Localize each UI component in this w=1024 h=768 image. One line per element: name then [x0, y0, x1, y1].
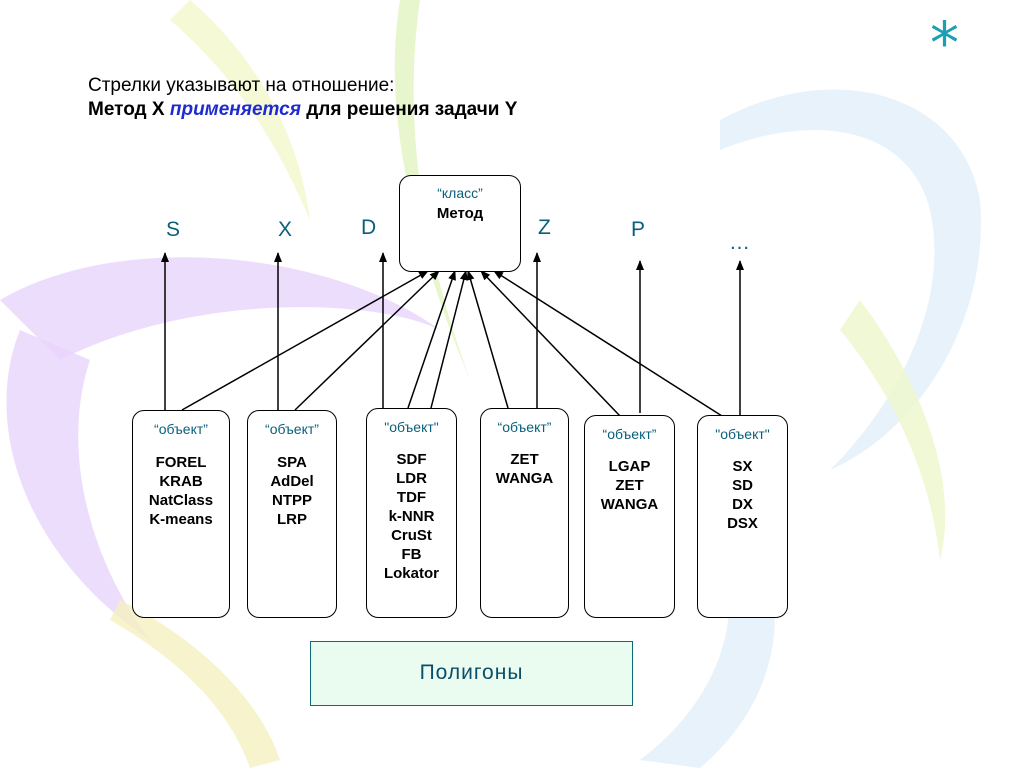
page-title: Стрелки указывают на отношение: Метод X …	[88, 74, 517, 122]
object-box-5: “объект” LGAP ZET WANGA	[584, 415, 675, 618]
arrow-object3a-to-class	[407, 270, 456, 409]
object-item: DX	[732, 496, 753, 513]
task-letter-p: P	[631, 218, 646, 241]
object-box-6: "объект" SX SD DX DSX	[697, 415, 788, 618]
object-item: LDR	[396, 470, 427, 487]
asterisk-icon: *	[930, 9, 959, 77]
object-item: K-means	[149, 511, 213, 528]
task-letter-d: D	[361, 216, 377, 239]
object-item: ZET	[615, 477, 644, 494]
object-items: ZET WANGA	[481, 450, 568, 488]
object-item: DSX	[727, 515, 758, 532]
object-kind-label: “объект”	[602, 426, 657, 442]
object-items: SPA AdDel NTPP LRP	[248, 453, 336, 529]
object-item: NatClass	[148, 492, 214, 509]
arrow-object6-to-class	[493, 270, 723, 417]
object-item: WANGA	[600, 496, 659, 513]
object-item: SDF	[396, 451, 427, 468]
object-item: KRAB	[159, 473, 203, 490]
polygons-box: Полигоны	[310, 641, 633, 706]
object-item: FOREL	[155, 454, 207, 471]
object-item: TDF	[396, 489, 427, 506]
object-item: WANGA	[495, 470, 554, 487]
title-line-1: Стрелки указывают на отношение:	[88, 75, 395, 96]
object-item: LRP	[277, 511, 307, 528]
object-item: SD	[732, 477, 753, 494]
arrow-object1-to-class	[181, 270, 429, 411]
class-box-method: “класс” Метод	[399, 175, 521, 272]
arrow-object5-to-class	[480, 270, 621, 417]
object-item: ZET	[510, 451, 539, 468]
title-emphasis: применяется	[169, 99, 301, 120]
object-item: SX	[732, 458, 753, 475]
object-item: FB	[401, 546, 422, 563]
title-part-1: Метод X	[88, 99, 170, 120]
object-item: Lokator	[383, 565, 439, 582]
object-items: SX SD DX DSX	[698, 457, 787, 533]
task-letter-x: X	[278, 218, 293, 241]
title-part-2: для решения задачи Y	[300, 99, 518, 120]
object-item: AdDel	[270, 473, 314, 490]
object-box-3: "объект" SDF LDR TDF k-NNR CruSt FB Loka…	[366, 408, 457, 618]
object-item: CruSt	[391, 527, 432, 544]
task-letter-z: Z	[538, 216, 551, 239]
object-box-4: “объект” ZET WANGA	[480, 408, 569, 618]
object-kind-label: "объект"	[715, 426, 770, 442]
object-item: NTPP	[271, 492, 312, 509]
object-item: k-NNR	[388, 508, 435, 525]
object-items: LGAP ZET WANGA	[585, 457, 674, 514]
task-letter-s: S	[166, 218, 181, 241]
title-line-2: Метод X применяется для решения задачи Y	[88, 98, 517, 122]
object-kind-label: “объект”	[497, 419, 552, 435]
object-items: SDF LDR TDF k-NNR CruSt FB Lokator	[367, 450, 456, 583]
object-kind-label: "объект"	[384, 419, 439, 435]
object-item: SPA	[277, 454, 307, 471]
arrow-object4-to-class	[466, 270, 509, 409]
arrow-object2-to-class	[294, 270, 440, 411]
class-name: Метод	[436, 205, 484, 222]
object-kind-label: “объект”	[154, 421, 208, 437]
task-letter-ellipsis: …	[729, 231, 750, 254]
object-box-1: “объект” FOREL KRAB NatClass K-means	[132, 410, 230, 618]
object-item: LGAP	[608, 458, 651, 475]
object-box-2: “объект” SPA AdDel NTPP LRP	[247, 410, 337, 618]
object-items: FOREL KRAB NatClass K-means	[133, 453, 229, 529]
class-kind-label: “класс”	[437, 185, 483, 201]
object-kind-label: “объект”	[265, 421, 319, 437]
arrow-object3b-to-class	[430, 270, 468, 409]
